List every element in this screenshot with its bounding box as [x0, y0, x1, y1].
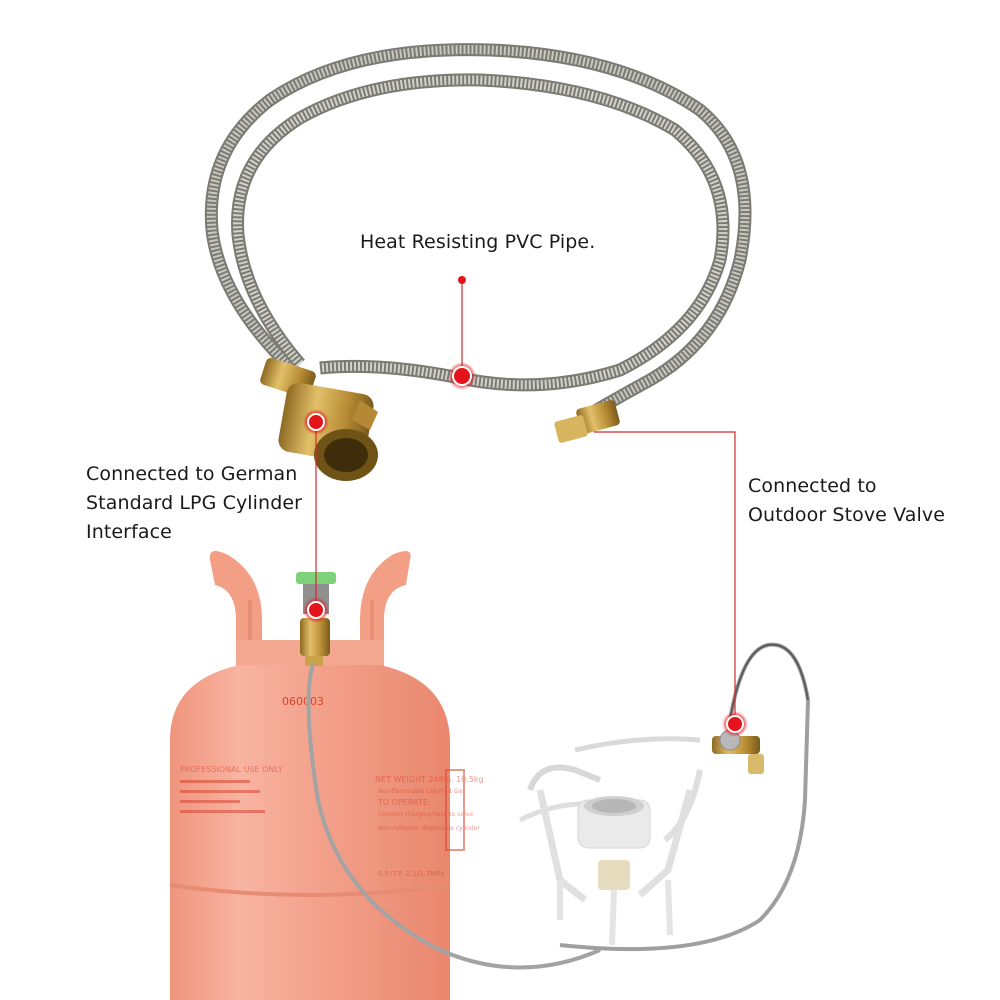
callout-pvc-pipe-line1: Heat Resisting PVC Pipe. — [360, 231, 596, 253]
braided-hose — [204, 43, 752, 420]
label-non-flammable: Non-flammable Liquified Gas — [378, 788, 465, 795]
callout-cylinder-line2: Standard LPG Cylinder — [86, 492, 303, 514]
stove-hose — [559, 642, 811, 952]
stove-end-fitting — [554, 400, 620, 443]
label-top-line: PROFESSIONAL USE ONLY — [180, 765, 283, 774]
callout-stove-valve: Connected to Outdoor Stove Valve — [748, 472, 945, 530]
pipe-marker-top — [458, 276, 466, 284]
callout-pvc-pipe: Heat Resisting PVC Pipe. — [360, 228, 595, 257]
callout-stove-line1: Connected to — [748, 475, 877, 497]
callout-stove-line2: Outdoor Stove Valve — [748, 504, 945, 526]
callout-cylinder-line3: Interface — [86, 521, 172, 543]
callout-cylinder-interface: Connected to German Standard LPG Cylinde… — [86, 460, 302, 547]
label-refill: Non-refillable, disposable cylinder — [378, 825, 480, 832]
label-operate-line: Connect charging hose to valve — [378, 811, 473, 818]
cylinder-serial: 060003 — [282, 695, 324, 708]
stove-valve-marker — [722, 711, 748, 737]
label-to-operate: TO OPERATE: — [377, 798, 431, 807]
coupler-marker — [303, 409, 329, 435]
stove-image — [518, 736, 703, 946]
callout-cylinder-line1: Connected to German — [86, 463, 298, 485]
cylinder-hose — [306, 663, 601, 970]
callout-leaders — [315, 280, 736, 722]
pipe-marker — [448, 362, 476, 390]
gas-cylinder: 060003 PROFESSIONAL USE ONLY NET WEIGHT … — [169, 551, 484, 1000]
label-pressure: S.P./T.P. 2.1/2.7MPa — [378, 870, 445, 878]
label-net-weight: NET WEIGHT 248lb. 10.5kg — [375, 775, 484, 784]
cylinder-valve-marker — [303, 597, 329, 623]
